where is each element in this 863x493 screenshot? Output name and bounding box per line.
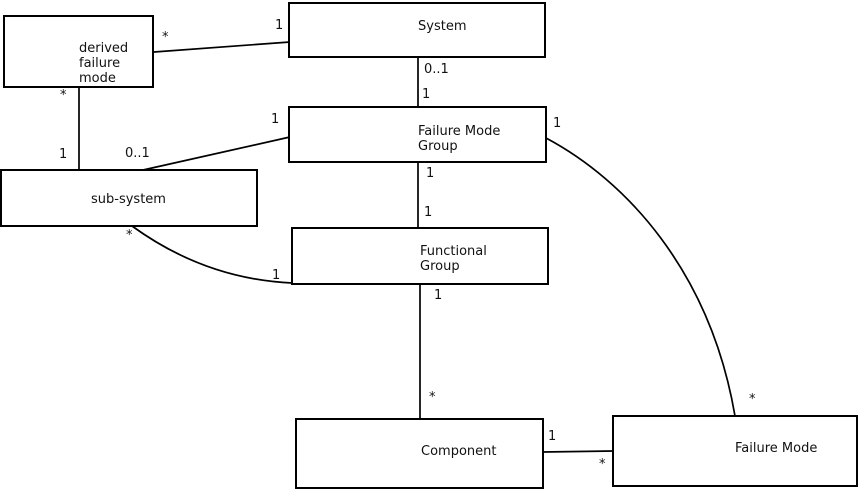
edge-sub-system--functional-group [131, 225, 293, 284]
edge-sub-system--failure-mode-group [142, 136, 291, 171]
node-failure-mode-group: Failure Mode Group [288, 106, 547, 163]
edge-component--failure-mode [542, 450, 614, 453]
mult-failure-mode-group-failure-mode-target: * [749, 392, 756, 407]
mult-system-failure-mode-group-target: 1 [422, 87, 431, 102]
node-sub-system-label: sub-system [91, 192, 166, 207]
mult-failure-mode-group-functional-group-source: 1 [426, 166, 435, 181]
mult-component-failure-mode-source: 1 [548, 429, 557, 444]
mult-system-failure-mode-group-source: 0..1 [424, 62, 449, 77]
mult-functional-group-component-target: * [429, 390, 436, 405]
node-derived-failure-mode-label: derived failure mode [79, 41, 129, 86]
mult-sub-system-functional-group-target: 1 [272, 268, 281, 283]
node-failure-mode: Failure Mode [612, 415, 858, 487]
node-sub-system: sub-system [0, 169, 258, 227]
mult-sub-system-functional-group-source: * [126, 228, 133, 243]
mult-sub-system-failure-mode-group-target: 1 [271, 112, 280, 127]
mult-failure-mode-group-functional-group-target: 1 [424, 205, 433, 220]
node-failure-mode-label: Failure Mode [735, 441, 818, 456]
node-functional-group-label: Functional Group [420, 244, 487, 274]
edge-derived-failure-mode--system [153, 41, 291, 53]
mult-component-failure-mode-target: * [599, 457, 606, 472]
mult-derived-failure-mode-system-target: 1 [275, 18, 284, 33]
mult-sub-system-failure-mode-group-source: 0..1 [125, 146, 150, 161]
node-component-label: Component [421, 444, 497, 459]
node-component: Component [295, 418, 544, 489]
mult-derived-failure-mode-sub-system-source: * [60, 88, 67, 103]
node-derived-failure-mode: derived failure mode [3, 15, 154, 88]
mult-derived-failure-mode-sub-system-target: 1 [59, 147, 68, 162]
node-system-label: System [418, 19, 467, 34]
node-system: System [288, 2, 546, 58]
mult-failure-mode-group-failure-mode-source: 1 [553, 116, 562, 131]
node-functional-group: Functional Group [291, 227, 549, 285]
node-failure-mode-group-label: Failure Mode Group [418, 124, 501, 154]
mult-functional-group-component-source: 1 [434, 288, 443, 303]
edge-failure-mode-group--failure-mode [545, 137, 736, 417]
mult-derived-failure-mode-system-source: * [162, 30, 169, 45]
